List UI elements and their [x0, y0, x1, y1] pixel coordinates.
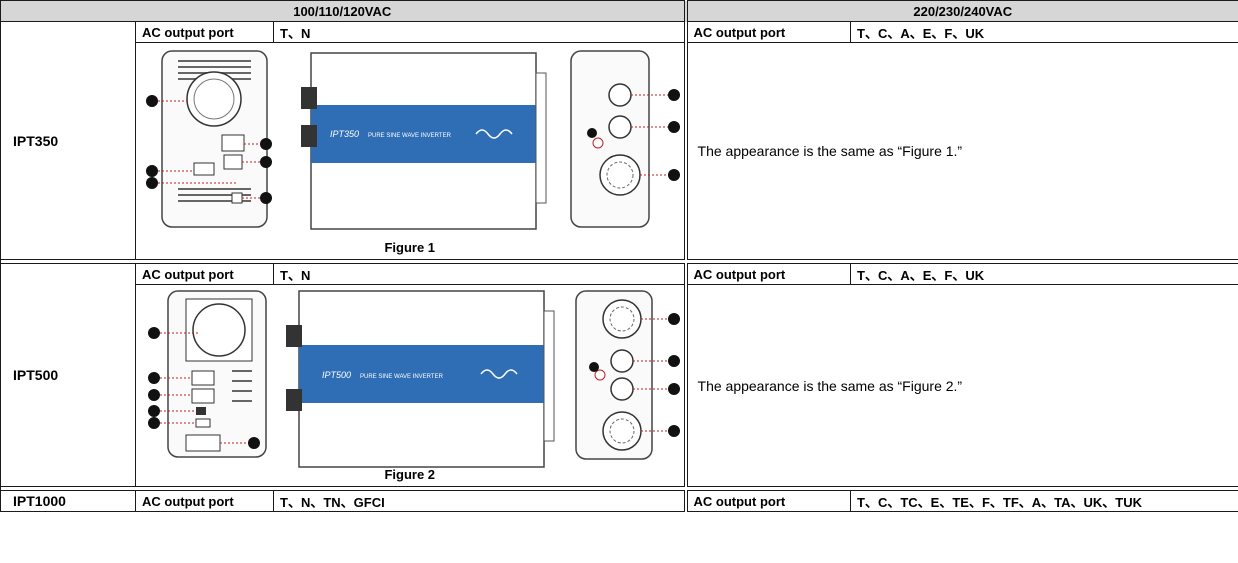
appearance-note: The appearance is the same as “Figure 1.… — [683, 42, 1238, 260]
table-row: IPT350 AC output port T、N AC output port… — [0, 21, 1238, 260]
figure-2-caption: Figure 2 — [384, 467, 436, 482]
inverter-ipt350-illustration: IPT350 PURE SINE WAVE INVERTER — [146, 50, 680, 230]
port-label: AC output port — [683, 490, 852, 512]
table-row: IPT1000 AC output port T、N、TN、GFCI AC ou… — [0, 490, 1238, 512]
right-ports: T、C、A、E、F、UK — [850, 263, 1238, 285]
model-ipt350: IPT350 — [0, 21, 136, 260]
figure-2: IPT500 PURE SINE WAVE INVERTER — [136, 285, 684, 486]
inverter-spec-table: 100/110/120VAC 220/230/240VAC IPT350 AC … — [0, 0, 1238, 512]
inverter-brand-text: IPT350 — [330, 129, 359, 139]
port-label: AC output port — [135, 490, 274, 512]
port-label: AC output port — [135, 263, 274, 285]
table-row: IPT500 AC output port T、N AC output port… — [0, 263, 1238, 487]
left-ports: T、N — [272, 21, 687, 43]
figure-2-cell: IPT500 PURE SINE WAVE INVERTER — [134, 284, 687, 487]
port-label: AC output port — [683, 263, 852, 285]
inverter-tagline-text: PURE SINE WAVE INVERTER — [368, 133, 452, 139]
left-ports: T、N、TN、GFCI — [272, 490, 687, 512]
right-ports: T、C、A、E、F、UK — [850, 21, 1238, 43]
inverter-brand-text: IPT500 — [322, 370, 351, 380]
figure-1-caption: Figure 1 — [384, 240, 436, 255]
appearance-note: The appearance is the same as “Figure 2.… — [683, 284, 1238, 487]
figure-1: IPT350 PURE SINE WAVE INVERTER Figure 1 — [136, 43, 684, 259]
right-ports: T、C、TC、E、TE、F、TF、A、TA、UK、TUK — [850, 490, 1238, 512]
figure-1-cell: IPT350 PURE SINE WAVE INVERTER Figure 1 — [134, 42, 687, 260]
inverter-ipt500-illustration: IPT500 PURE SINE WAVE INVERTER — [148, 290, 680, 468]
left-ports: T、N — [272, 263, 687, 285]
table-row: IPT500 PURE SINE WAVE INVERTER — [1, 284, 1238, 487]
port-label: AC output port — [135, 21, 274, 43]
model-ipt1000: IPT1000 — [0, 490, 136, 512]
voltage-header-row: 100/110/120VAC 220/230/240VAC — [0, 0, 1238, 22]
header-100-120vac: 100/110/120VAC — [0, 0, 687, 22]
header-220-240vac: 220/230/240VAC — [683, 0, 1238, 22]
table-row: IPT350 PURE SINE WAVE INVERTER Figure 1 … — [1, 42, 1238, 260]
inverter-tagline-text: PURE SINE WAVE INVERTER — [360, 374, 444, 380]
port-label: AC output port — [683, 21, 852, 43]
model-ipt500: IPT500 — [0, 263, 136, 487]
